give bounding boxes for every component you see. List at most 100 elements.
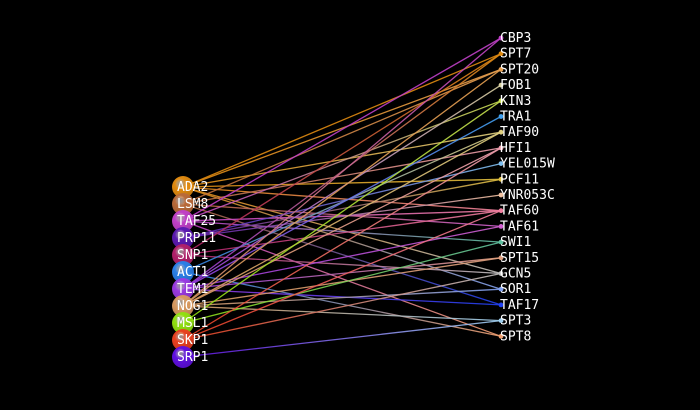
- edge-ada2-spt20: [182, 68, 502, 188]
- right-node-kin3[interactable]: KIN3: [498, 94, 532, 109]
- left-node-ada2[interactable]: ADA2: [172, 176, 208, 198]
- left-node-srp1[interactable]: SRP1: [172, 346, 208, 368]
- right-node-swi1[interactable]: SWI1: [498, 235, 532, 250]
- edge-nog1-spt20: [182, 68, 502, 307]
- left-node-act1[interactable]: ACT1: [172, 261, 208, 283]
- edge-skp1-hfi1: [182, 147, 502, 341]
- edge-msl1-kin3: [182, 100, 502, 324]
- right-node-dot: [498, 67, 504, 72]
- edge-nog1-cbp3: [182, 37, 502, 307]
- right-node-label: SPT15: [500, 251, 539, 266]
- right-node-spt8[interactable]: SPT8: [498, 329, 532, 344]
- edge-skp1-taf60: [182, 210, 502, 341]
- right-node-spt15[interactable]: SPT15: [498, 251, 540, 266]
- right-node-label: GCN5: [500, 267, 531, 282]
- edge-ada2-sor1: [182, 186, 502, 290]
- right-node-spt7[interactable]: SPT7: [498, 47, 532, 62]
- edge-taf25-swi1: [182, 220, 502, 243]
- right-node-label: SPT7: [500, 47, 531, 62]
- right-node-taf17[interactable]: TAF17: [498, 298, 540, 313]
- left-node-sphere: [172, 312, 194, 334]
- right-node-dot: [498, 35, 504, 41]
- left-node-label: PRP11: [177, 231, 216, 246]
- edge-ada2-taf90: [182, 131, 502, 188]
- right-node-spt20[interactable]: SPT20: [498, 62, 540, 77]
- right-node-dot: [498, 271, 504, 276]
- edge-snp1-spt7: [182, 53, 502, 256]
- right-node-dot: [498, 82, 504, 88]
- left-node-sphere: [172, 193, 194, 215]
- left-node-sphere: [172, 261, 194, 283]
- left-node-sphere: [172, 278, 194, 300]
- left-node-label: LSM8: [177, 197, 208, 212]
- edge-prp11-ynr053c: [182, 194, 502, 239]
- right-node-hfi1[interactable]: HFI1: [498, 141, 532, 156]
- left-node-msl1[interactable]: MSL1: [172, 312, 208, 334]
- right-node-dot: [498, 145, 504, 151]
- right-node-label: YNR053C: [500, 188, 555, 203]
- edge-tem1-taf61: [182, 225, 502, 290]
- right-node-label: PCF11: [500, 172, 539, 187]
- right-node-gcn5[interactable]: GCN5: [498, 267, 532, 282]
- right-node-dot: [498, 318, 504, 323]
- left-node-lsm8[interactable]: LSM8: [172, 193, 208, 215]
- right-node-sor1[interactable]: SOR1: [498, 282, 532, 297]
- right-node-taf61[interactable]: TAF61: [498, 219, 540, 234]
- left-node-sphere: [172, 227, 194, 249]
- right-node-dot: [498, 255, 504, 261]
- right-node-yel015w[interactable]: YEL015W: [498, 157, 555, 172]
- right-node-label: SOR1: [500, 282, 531, 297]
- right-node-fob1[interactable]: FOB1: [498, 78, 532, 93]
- right-node-dot: [498, 286, 504, 292]
- edge-prp11-yel015w: [182, 162, 502, 239]
- edge-act1-spt8: [182, 271, 502, 337]
- right-node-label: TAF61: [500, 219, 539, 234]
- right-node-label: TAF90: [500, 125, 539, 140]
- right-node-label: SPT3: [500, 314, 531, 329]
- right-node-dot: [498, 224, 504, 229]
- right-node-label: SWI1: [500, 235, 531, 250]
- edge-lsm8-hfi1: [182, 147, 502, 205]
- right-node-pcf11[interactable]: PCF11: [498, 172, 540, 187]
- left-node-skp1[interactable]: SKP1: [172, 329, 208, 351]
- right-node-dot: [498, 176, 504, 182]
- right-node-taf90[interactable]: TAF90: [498, 125, 540, 140]
- right-node-label: TAF17: [500, 298, 539, 313]
- right-node-spt3[interactable]: SPT3: [498, 314, 532, 329]
- left-node-label: TEM1: [177, 282, 208, 297]
- right-node-label: CBP3: [500, 31, 531, 46]
- edge-nog1-taf90: [182, 131, 502, 307]
- right-node-dot: [498, 302, 504, 308]
- right-node-ynr053c[interactable]: YNR053C: [498, 188, 555, 203]
- left-node-label: SKP1: [177, 333, 208, 348]
- edge-nog1-hfi1: [182, 147, 502, 307]
- right-node-label: FOB1: [500, 78, 531, 93]
- right-node-dot: [498, 192, 504, 198]
- right-node-tra1[interactable]: TRA1: [498, 110, 532, 125]
- left-node-prp11[interactable]: PRP11: [172, 227, 216, 249]
- right-node-dot: [498, 208, 504, 214]
- edge-nog1-spt3: [182, 305, 502, 322]
- left-node-label: ADA2: [177, 180, 208, 195]
- right-node-dot: [498, 51, 504, 57]
- edge-tem1-spt15: [182, 257, 502, 290]
- right-node-label: TRA1: [500, 110, 531, 125]
- right-node-taf60[interactable]: TAF60: [498, 204, 540, 219]
- left-node-snp1[interactable]: SNP1: [172, 244, 208, 266]
- left-node-layer: ADA2LSM8TAF25PRP11SNP1ACT1TEM1NOG1MSL1SK…: [172, 176, 216, 368]
- left-node-nog1[interactable]: NOG1: [172, 295, 208, 317]
- left-node-taf25[interactable]: TAF25: [172, 210, 216, 232]
- edge-taf25-cbp3: [182, 37, 502, 222]
- edge-snp1-gcn5: [182, 254, 502, 275]
- right-node-dot: [498, 161, 504, 167]
- left-node-label: ACT1: [177, 265, 208, 280]
- left-node-label: NOG1: [177, 299, 208, 314]
- edge-skp1-gcn5: [182, 272, 502, 341]
- left-node-tem1[interactable]: TEM1: [172, 278, 208, 300]
- right-node-cbp3[interactable]: CBP3: [498, 31, 532, 46]
- right-node-label: HFI1: [500, 141, 531, 156]
- edge-msl1-swi1: [182, 241, 502, 324]
- left-node-sphere: [172, 295, 194, 317]
- left-node-sphere: [172, 346, 194, 368]
